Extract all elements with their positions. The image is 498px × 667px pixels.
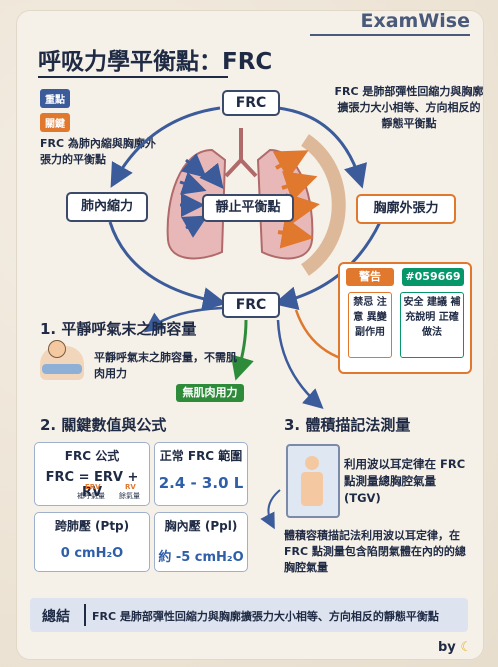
section1-title: 1. 平靜呼氣末之肺容量	[40, 320, 197, 338]
warning-panel: 警告 #059669 禁忌 注意 異變 副作用 安全 建議 補充說明 正確做法	[338, 262, 472, 374]
frc-definition-note: FRC 為肺內縮與胸廓外張力的平衡點	[40, 137, 156, 166]
warning-items: 禁忌 注意 異變 副作用	[348, 292, 392, 358]
ptp-head: 跨肺壓 (Ptp)	[54, 519, 130, 533]
person-resting-icon	[40, 340, 84, 380]
erv-label: ERV	[85, 483, 101, 491]
arrow-to-badge	[230, 319, 254, 381]
ppl-panel: 胸內壓 (Ppl) 約 -5 cmH₂O	[154, 512, 248, 572]
ptp-panel: 跨肺壓 (Ptp) 0 cmH₂O	[34, 512, 150, 572]
arrow-lung-to-frc	[108, 221, 227, 311]
ppl-head: 胸內壓 (Ppl)	[164, 519, 238, 533]
frc-node-bottom: FRC	[222, 292, 280, 318]
section3-title: 3. 體積描記法測量	[284, 416, 411, 434]
arrow-to-section1	[143, 306, 223, 333]
byline: by ☾	[438, 640, 472, 655]
chest-wall-illustration	[300, 134, 346, 276]
section1-desc: 平靜呼氣末之肺容量，不需肌肉用力	[94, 351, 237, 380]
frc-top-note: FRC 是肺部彈性回縮力與胸廓擴張力大小相等、方向相反的靜態平衡點	[334, 85, 484, 130]
range-head: 正常 FRC 範圍	[159, 449, 243, 463]
range-panel: 正常 FRC 範圍 2.4 - 3.0 L	[154, 442, 248, 506]
arrow-frc-to-lung	[110, 106, 221, 188]
formula-head: FRC 公式	[64, 449, 120, 463]
equilibrium-node: 靜止平衡點	[202, 194, 294, 222]
byline-text: by	[438, 640, 456, 655]
tag-key: 關鍵	[40, 113, 70, 132]
section3-desc: 利用波以耳定律在 FRC 點測量總胸腔氣量 (TGV)	[344, 457, 466, 505]
brand-logo: ExamWise	[360, 10, 470, 32]
title-underline	[38, 76, 228, 78]
summary-label: 總結	[42, 609, 70, 625]
banana-icon: ☾	[460, 640, 472, 655]
legend: 重點 關鍵 FRC 為肺內縮與胸廓外張力的平衡點	[40, 88, 160, 168]
arrow-frc-to-chest	[277, 106, 367, 189]
color-code-label: #059669	[402, 268, 464, 286]
no-muscle-badge: 無肌肉用力	[176, 384, 244, 402]
inward-recoil-arrows	[179, 153, 224, 238]
rv-sub: 餘氣量	[119, 492, 140, 500]
lung-recoil-node: 肺內縮力	[66, 192, 148, 222]
arrow-to-detail	[260, 489, 281, 530]
erv-sub: 補呼氣量	[77, 492, 105, 500]
ppl-value: 約 -5 cmH₂O	[158, 550, 244, 565]
chest-expansion-node: 胸廓外張力	[356, 194, 456, 224]
brand-underline	[310, 34, 470, 36]
warning-label: 警告	[346, 268, 394, 286]
tag-important: 重點	[40, 89, 70, 108]
rv-label: RV	[125, 483, 136, 491]
summary-divider	[84, 604, 86, 626]
frc-node-top: FRC	[222, 90, 280, 116]
formula-text: FRC = ERV + RV	[45, 470, 139, 500]
summary-bar: 總結 FRC 是肺部彈性回縮力與胸廓擴張力大小相等、方向相反的靜態平衡點	[30, 598, 468, 632]
plethysmograph-icon	[286, 444, 340, 518]
section3-detail: 體積容積描記法利用波以耳定律，在 FRC 點測量包含陷閉氣體在內的的總胸腔氣量	[284, 529, 466, 574]
arrow-to-section3	[276, 319, 324, 410]
section2-title: 2. 關鍵數值與公式	[40, 416, 167, 434]
ptp-value: 0 cmH₂O	[60, 546, 124, 561]
page-title: 呼吸力學平衡點：FRC	[38, 49, 273, 75]
formula-panel: FRC 公式 FRC = ERV + RV ERV 補呼氣量 RV 餘氣量	[34, 442, 150, 506]
range-value: 2.4 - 3.0 L	[158, 474, 244, 492]
summary-text: FRC 是肺部彈性回縮力與胸廓擴張力大小相等、方向相反的靜態平衡點	[92, 610, 439, 623]
advice-items: 安全 建議 補充說明 正確做法	[400, 292, 464, 358]
